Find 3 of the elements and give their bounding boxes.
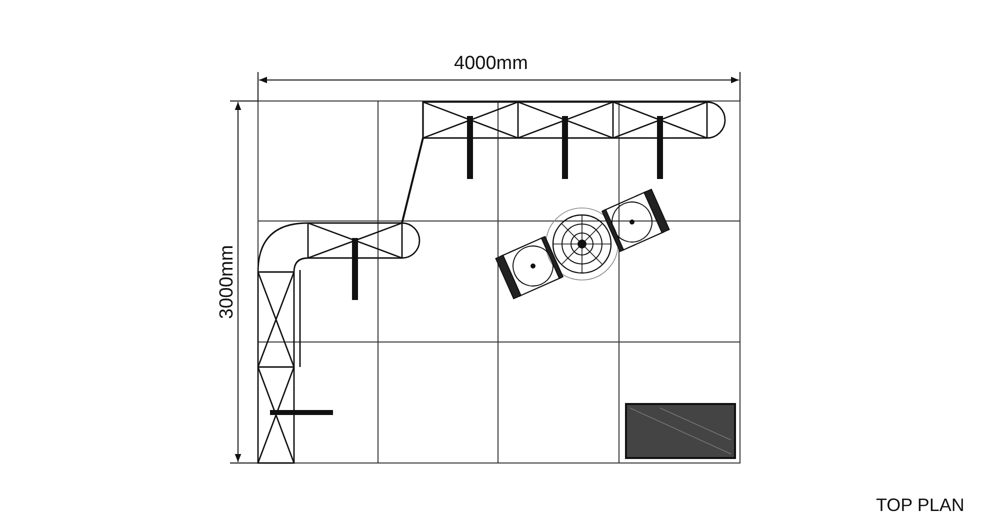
caption: TOP PLAN: [876, 496, 964, 514]
dimension-label: 4000mm: [454, 54, 528, 73]
dimension-label: 3000mm: [218, 245, 236, 319]
